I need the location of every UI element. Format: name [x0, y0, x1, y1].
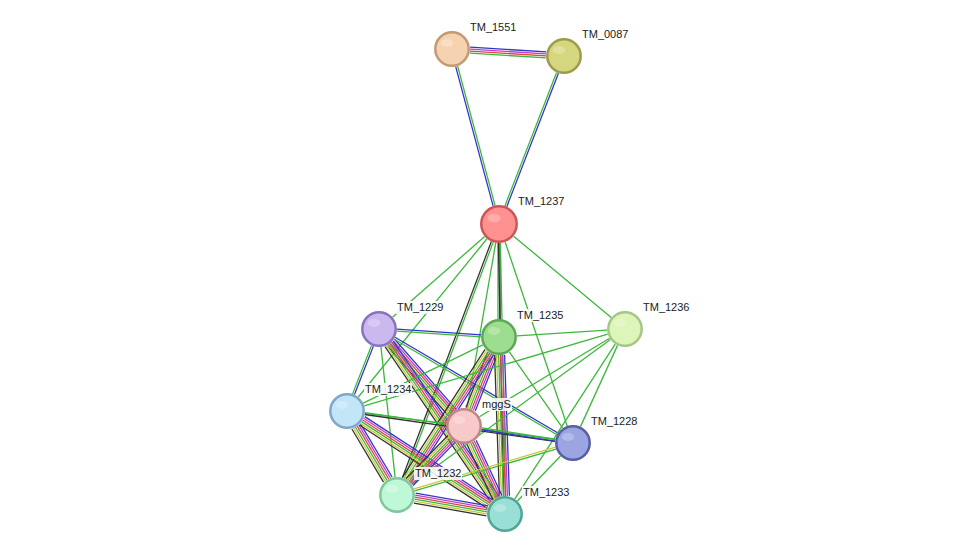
- interaction-edge: [509, 352, 562, 428]
- interaction-edge: [514, 236, 612, 317]
- evidence-line: [509, 352, 562, 428]
- protein-node: TM_1235: [481, 319, 517, 355]
- node-circle: [446, 408, 482, 444]
- node-circle: [480, 205, 518, 243]
- node-circle: [330, 394, 363, 427]
- node-label: TM_1229: [396, 301, 444, 314]
- evidence-line: [505, 72, 557, 205]
- interaction-edge: [393, 237, 485, 318]
- node-circle: [379, 477, 415, 513]
- node-circle: [547, 39, 580, 72]
- node-label: TM_1233: [522, 486, 570, 499]
- evidence-line: [470, 53, 546, 58]
- evidence-line: [415, 449, 556, 491]
- protein-node: TM_0087: [546, 38, 582, 74]
- interaction-edge: [397, 329, 481, 337]
- evidence-line: [456, 67, 493, 206]
- evidence-line: [517, 330, 607, 336]
- interaction-edge: [414, 447, 556, 491]
- node-highlight: [562, 433, 575, 441]
- evidence-line: [381, 347, 395, 477]
- node-label: TM_1236: [642, 301, 690, 314]
- evidence-line: [403, 349, 485, 477]
- node-circle: [447, 409, 480, 442]
- node-label: TM_0087: [581, 28, 629, 41]
- node-circle: [435, 32, 468, 65]
- evidence-line: [495, 355, 500, 496]
- evidence-line: [458, 66, 495, 205]
- evidence-line: [482, 428, 555, 439]
- protein-node: mggS: [446, 408, 482, 444]
- node-circle: [488, 497, 521, 530]
- node-highlight: [453, 416, 466, 424]
- node-label: TM_1551: [469, 21, 517, 34]
- node-highlight: [494, 504, 507, 512]
- evidence-line: [514, 236, 612, 317]
- evidence-line: [393, 237, 485, 318]
- protein-node: TM_1229: [361, 311, 397, 347]
- node-circle: [329, 393, 365, 429]
- interaction-edge: [358, 239, 487, 397]
- node-circle: [481, 319, 517, 355]
- node-circle: [555, 425, 591, 461]
- node-highlight: [336, 401, 349, 409]
- protein-node: TM_1237: [480, 205, 518, 243]
- protein-node: TM_1234: [329, 393, 365, 429]
- node-label: TM_1235: [516, 309, 564, 322]
- node-circle: [608, 312, 641, 345]
- node-label: TM_1228: [590, 415, 638, 428]
- interaction-edge: [505, 72, 559, 206]
- protein-node: TM_1551: [434, 31, 470, 67]
- node-circle: [482, 320, 515, 353]
- evidence-line: [358, 239, 487, 397]
- node-highlight: [614, 319, 627, 327]
- evidence-line: [414, 503, 487, 516]
- node-highlight: [487, 214, 500, 222]
- node-circle: [481, 206, 516, 241]
- node-highlight: [553, 46, 566, 54]
- node-circle: [546, 38, 582, 74]
- node-circle: [556, 426, 589, 459]
- node-circle: [607, 311, 643, 347]
- evidence-line: [414, 501, 487, 514]
- protein-node: TM_1233: [487, 496, 523, 532]
- interaction-edge: [414, 493, 488, 516]
- evidence-line: [388, 344, 494, 499]
- node-label: mggS: [481, 398, 512, 411]
- node-circle: [487, 496, 523, 532]
- interaction-edge: [381, 347, 395, 477]
- protein-node: TM_1232: [379, 477, 415, 513]
- protein-node: TM_1236: [607, 311, 643, 347]
- interaction-edge: [495, 355, 510, 496]
- node-label: TM_1234: [364, 383, 412, 396]
- node-circle: [380, 478, 413, 511]
- node-highlight: [441, 39, 454, 47]
- node-circle: [362, 312, 395, 345]
- interaction-edge: [402, 241, 493, 478]
- interaction-edge: [482, 428, 556, 441]
- node-highlight: [368, 319, 381, 327]
- node-label: TM_1232: [414, 467, 462, 480]
- interaction-edge: [470, 47, 546, 58]
- node-highlight: [386, 485, 399, 493]
- node-label: TM_1237: [517, 195, 565, 208]
- protein-node: TM_1228: [555, 425, 591, 461]
- evidence-line: [397, 331, 481, 337]
- node-circle: [434, 31, 470, 67]
- interaction-edge: [517, 330, 607, 336]
- node-highlight: [488, 327, 501, 335]
- interaction-edge: [456, 66, 495, 206]
- evidence-line: [507, 73, 559, 206]
- node-circle: [361, 311, 397, 347]
- evidence-line: [482, 430, 555, 441]
